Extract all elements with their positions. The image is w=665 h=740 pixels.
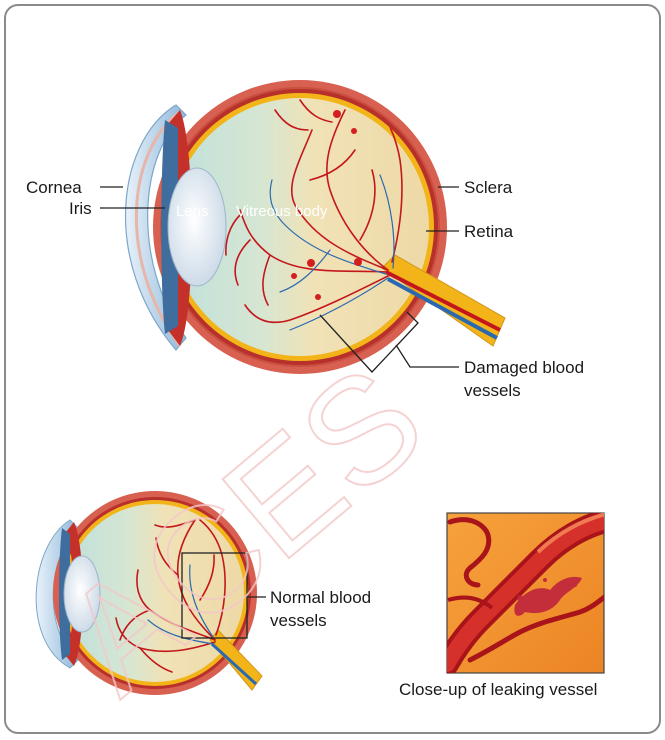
label-lens: Lens: [176, 203, 209, 220]
label-damaged-line1: Damaged blood: [464, 358, 584, 377]
label-damaged-line2: vessels: [464, 381, 521, 400]
label-sclera: Sclera: [464, 178, 513, 197]
label-vitreous-body: Vitreous body: [236, 203, 328, 220]
label-normal-line2: vessels: [270, 611, 327, 630]
top-lens-shape: [168, 168, 226, 286]
label-iris: Iris: [69, 199, 92, 218]
closeup-panel: [447, 513, 610, 673]
label-retina: Retina: [464, 222, 514, 241]
label-cornea: Cornea: [26, 178, 82, 197]
top-eye: [100, 80, 505, 374]
closeup-caption: Close-up of leaking vessel: [399, 680, 597, 699]
leader-damaged: [396, 345, 459, 367]
